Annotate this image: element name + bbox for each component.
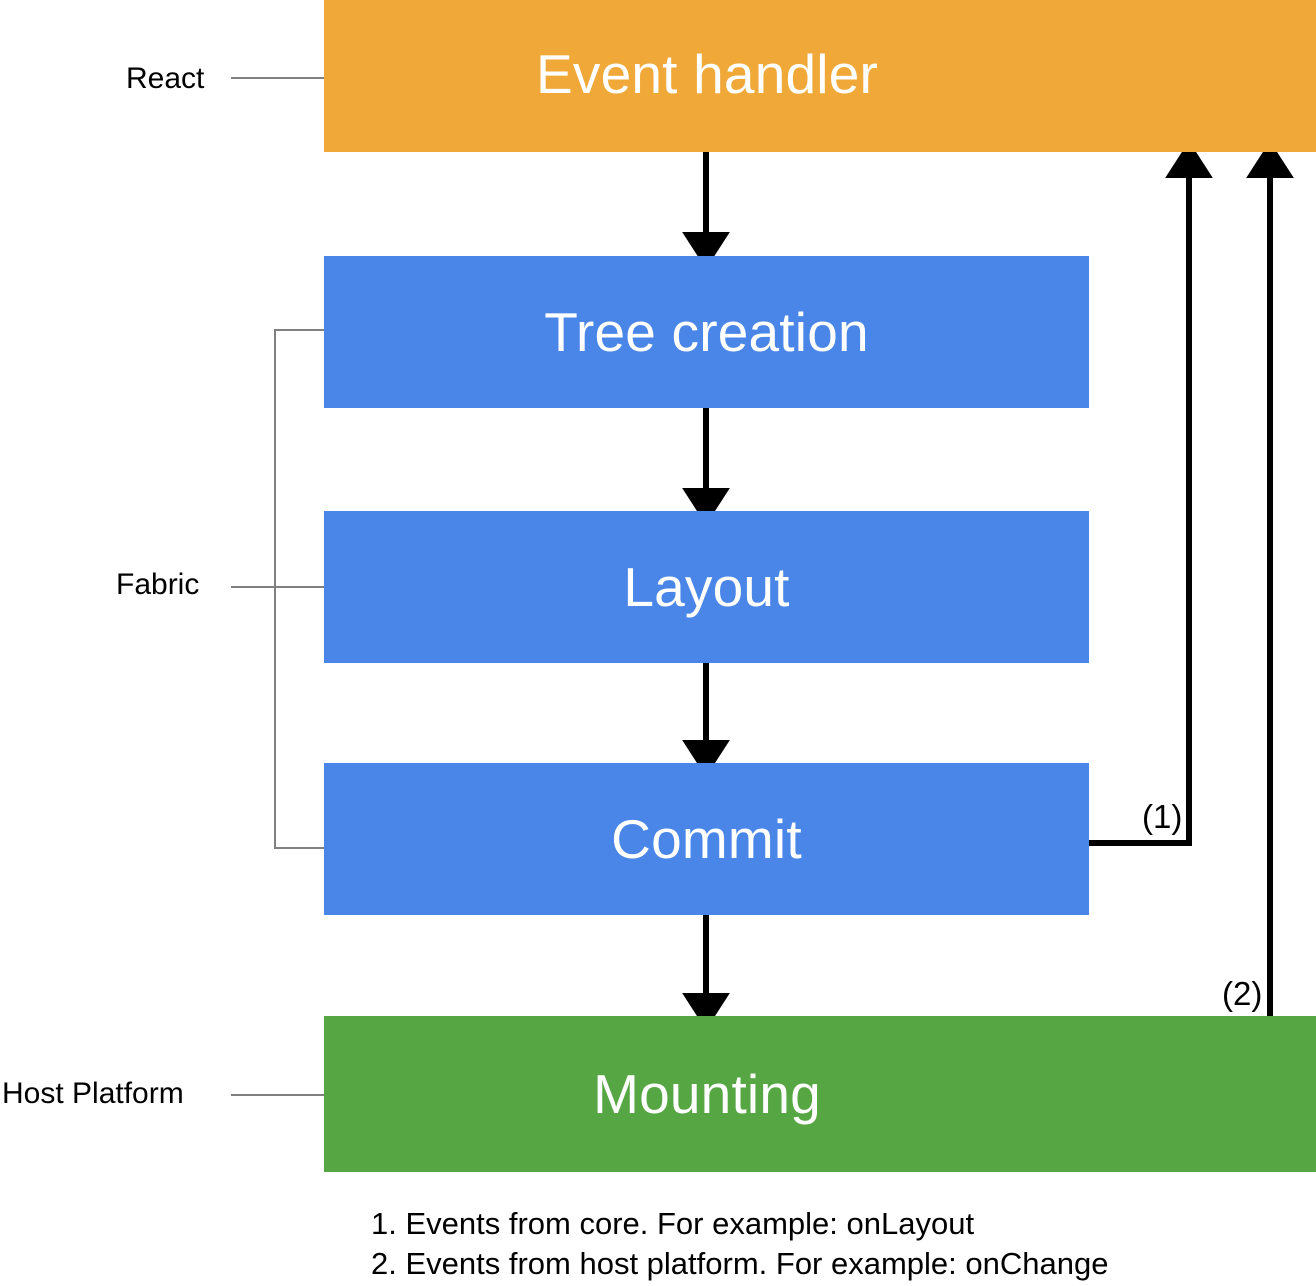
legend-item-2: 2. Events from host platform. For exampl… — [371, 1246, 1109, 1281]
legend: 1. Events from core. For example: onLayo… — [371, 1204, 1108, 1284]
node-event-handler-label: Event handler — [536, 43, 878, 105]
bracket-fabric — [274, 329, 325, 849]
layer-label-host-platform: Host Platform — [2, 1077, 184, 1110]
marker-label-two: (2) — [1222, 975, 1263, 1012]
node-tree-creation[interactable]: Tree creation — [324, 256, 1089, 408]
arrow-commit-to-event-handler-feedback — [1089, 141, 1213, 846]
node-tree-creation-label: Tree creation — [544, 301, 869, 363]
layer-label-react: React — [126, 62, 205, 95]
node-mounting-label: Mounting — [593, 1063, 821, 1125]
node-mounting[interactable]: Mounting — [324, 1016, 1316, 1172]
layer-label-fabric: Fabric — [116, 568, 200, 601]
marker-label-one: (1) — [1142, 798, 1183, 835]
legend-item-1: 1. Events from core. For example: onLayo… — [371, 1206, 975, 1241]
node-layout-label: Layout — [623, 556, 790, 618]
node-commit-label: Commit — [611, 808, 802, 870]
node-event-handler[interactable]: Event handler — [324, 0, 1316, 152]
node-layout[interactable]: Layout — [324, 511, 1089, 663]
node-commit[interactable]: Commit — [324, 763, 1089, 915]
